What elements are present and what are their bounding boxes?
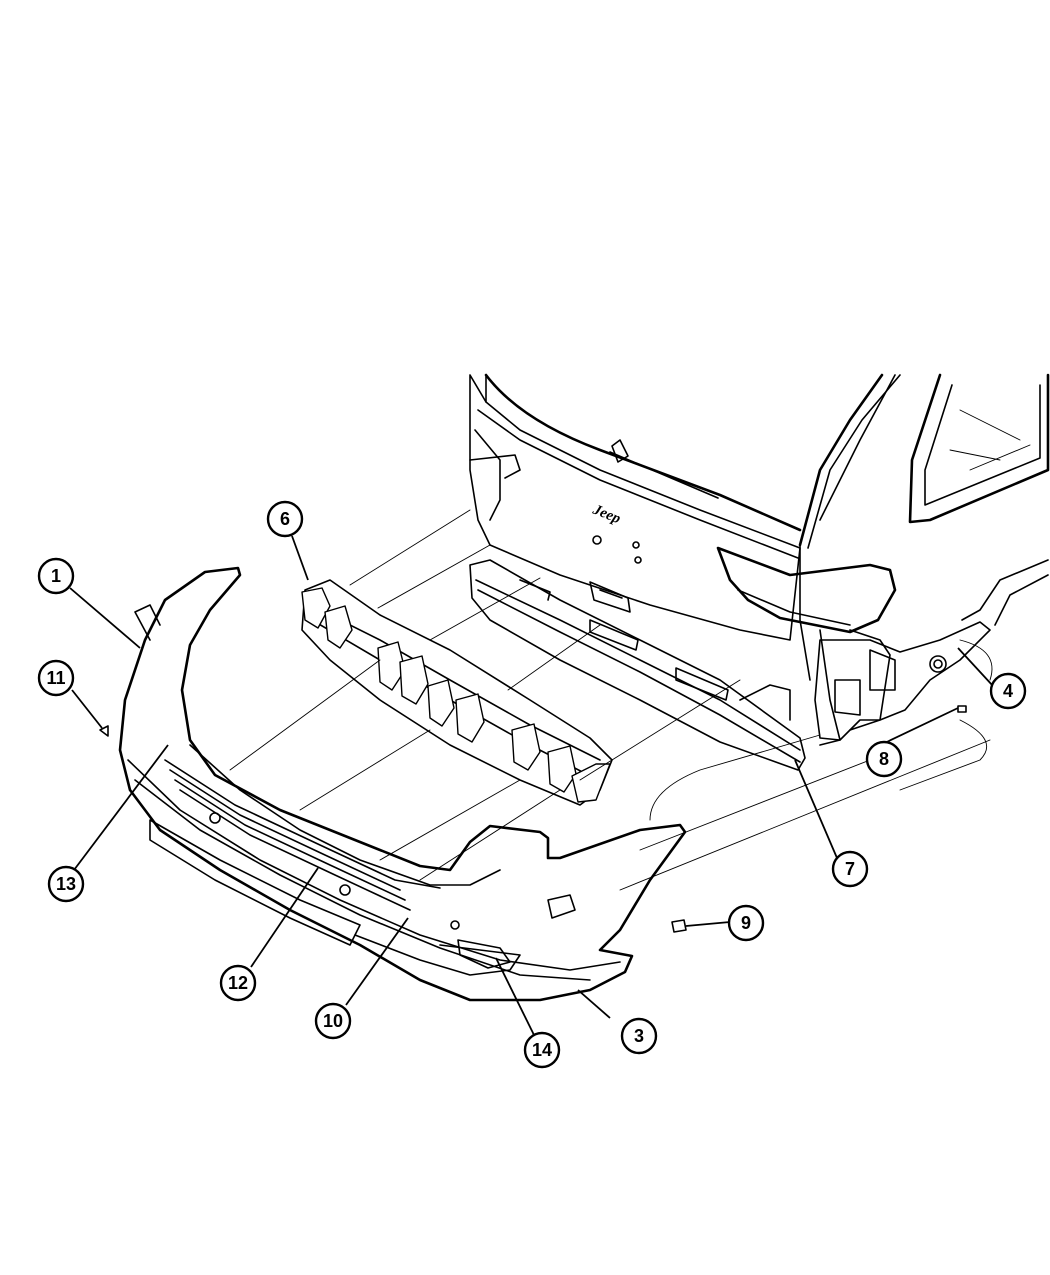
hardware — [99, 705, 967, 933]
callout-7-label: 7 — [845, 859, 855, 879]
screw-9 — [671, 919, 687, 933]
callout-4-label: 4 — [1003, 681, 1013, 701]
callout-8: 8 — [865, 740, 903, 778]
callout-6: 6 — [266, 500, 304, 538]
callout-3-label: 3 — [634, 1026, 644, 1046]
callout-3: 3 — [620, 1017, 658, 1055]
callout-1-label: 1 — [51, 566, 61, 586]
push-pin-11 — [99, 725, 109, 737]
vehicle-rear-body: Jeep — [469, 373, 1050, 746]
callout-9: 9 — [727, 904, 765, 942]
bumper-bracket — [814, 621, 991, 741]
callout-11-label: 11 — [46, 668, 65, 688]
callout-8-label: 8 — [879, 749, 889, 769]
callout-10: 10 — [314, 1002, 352, 1040]
callout-11: 11 — [37, 659, 75, 697]
assembly-lines — [229, 509, 993, 891]
rear-bumper-fascia — [118, 566, 687, 1002]
callout-4: 4 — [989, 672, 1027, 710]
vehicle-badge-text: Jeep — [590, 501, 624, 527]
nut-8 — [957, 705, 967, 713]
callout-13: 13 — [47, 865, 85, 903]
callout-9-label: 9 — [741, 913, 751, 933]
callout-leaders — [69, 535, 994, 1036]
callout-7: 7 — [831, 850, 869, 888]
callout-10-label: 10 — [323, 1011, 343, 1031]
callout-1: 1 — [37, 557, 75, 595]
energy-absorber — [301, 579, 613, 806]
callout-13-label: 13 — [56, 874, 76, 894]
callout-6-label: 6 — [280, 509, 290, 529]
callout-12: 12 — [219, 964, 257, 1002]
callout-14: 14 — [523, 1031, 561, 1069]
callout-14-label: 14 — [532, 1040, 552, 1060]
callout-12-label: 12 — [228, 973, 248, 993]
